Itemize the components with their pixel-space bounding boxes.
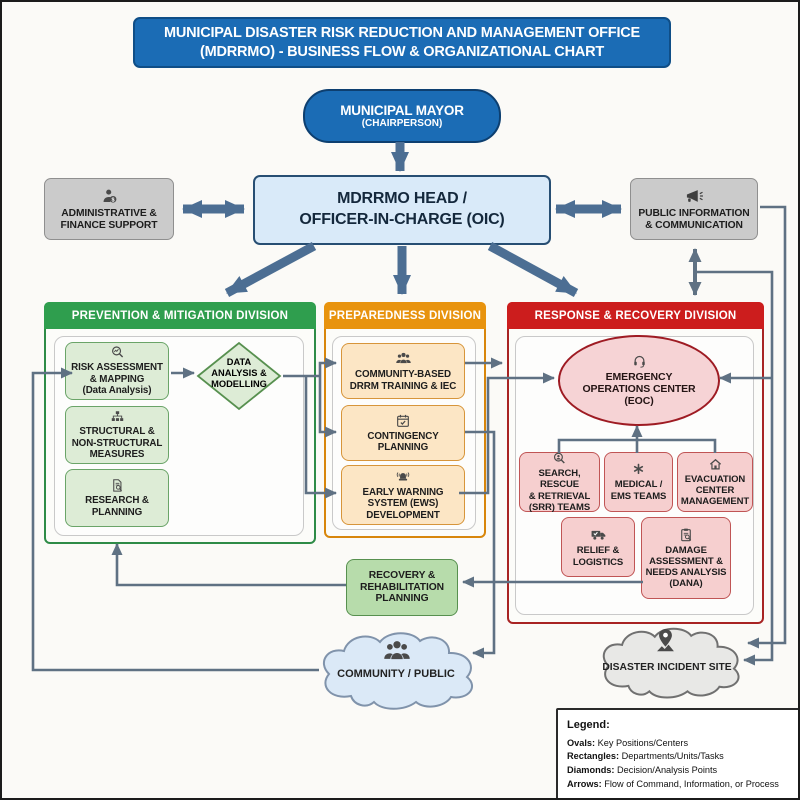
risk-assessment-label: RISK ASSESSMENT & MAPPING (Data Analysis…	[71, 362, 163, 397]
headset-icon	[632, 354, 647, 369]
eoc-label: EMERGENCY OPERATIONS CENTER (EOC)	[582, 370, 696, 408]
person-finance-icon: $	[100, 187, 119, 206]
chart-title-bar: MUNICIPAL DISASTER RISK REDUCTION AND MA…	[133, 17, 671, 68]
legend-item-diamonds: Diamonds: Decision/Analysis Points	[567, 765, 718, 776]
admin-finance-node: $ ADMINISTRATIVE & FINANCE SUPPORT	[44, 178, 174, 240]
chart-search-icon	[110, 345, 125, 360]
siren-icon	[395, 469, 411, 485]
legend-box: Legend: Ovals: Key Positions/Centers Rec…	[556, 708, 798, 798]
community-cloud-label: COMMUNITY / PUBLIC	[337, 668, 455, 680]
house-icon	[708, 457, 723, 472]
dana-label: DAMAGE ASSESSMENT & NEEDS ANALYSIS (DANA…	[645, 544, 727, 590]
response-division-header: RESPONSE & RECOVERY DIVISION	[507, 302, 764, 329]
mayor-subtitle: (CHAIRPERSON)	[361, 118, 443, 129]
map-pin-icon	[652, 627, 679, 654]
public-info-label: PUBLIC INFORMATION & COMMUNICATION	[638, 208, 750, 231]
contingency-planning-label: CONTINGENCY PLANNING	[367, 430, 439, 453]
line-recovery-to-prevention	[111, 543, 346, 587]
eoc-node: EMERGENCY OPERATIONS CENTER (EOC)	[558, 335, 720, 426]
research-planning-node: RESEARCH & PLANNING	[65, 469, 169, 527]
community-people-icon	[382, 636, 412, 666]
arrow-head-to-response	[487, 242, 579, 297]
chart-title-line2: (MDRRMO) - BUSINESS FLOW & ORGANIZATIONA…	[199, 43, 605, 60]
mdrrmo-head-node: MDRRMO HEAD / OFFICER-IN-CHARGE (OIC)	[253, 175, 551, 245]
municipal-mayor-node: MUNICIPAL MAYOR (CHAIRPERSON)	[303, 89, 501, 143]
evacuation-center-node: EVACUATION CENTER MANAGEMENT	[677, 452, 753, 512]
recovery-rehab-node: RECOVERY & REHABILITATION PLANNING	[346, 559, 458, 616]
admin-finance-label: ADMINISTRATIVE & FINANCE SUPPORT	[60, 207, 158, 231]
medical-icon	[631, 462, 646, 477]
incident-cloud-label: DISASTER INCIDENT SITE	[602, 662, 732, 673]
legend-item-ovals: Ovals: Key Positions/Centers	[567, 737, 689, 748]
preparedness-division-header: PREPAREDNESS DIVISION	[324, 302, 486, 329]
head-line2: OFFICER-IN-CHARGE (OIC)	[299, 211, 505, 228]
legend-item-rectangles: Rectangles: Departments/Units/Tasks	[567, 751, 724, 762]
research-planning-label: RESEARCH & PLANNING	[85, 495, 149, 518]
legend-item-arrows: Arrows: Flow of Command, Information, or…	[567, 778, 779, 789]
relief-logistics-node: RELIEF & LOGISTICS	[561, 517, 635, 577]
srr-teams-node: SEARCH, RESCUE & RETRIEVAL (SRR) TEAMS	[519, 451, 600, 513]
public-info-node: PUBLIC INFORMATION & COMMUNICATION	[630, 178, 758, 240]
ews-development-node: EARLY WARNING SYSTEM (EWS) DEVELOPMENT	[341, 465, 465, 525]
evacuation-center-label: EVACUATION CENTER MANAGEMENT	[680, 473, 750, 507]
truck-icon	[590, 526, 607, 543]
doc-search-icon	[110, 478, 125, 493]
chart-title-line1: MUNICIPAL DISASTER RISK REDUCTION AND MA…	[163, 24, 641, 41]
srr-teams-label: SEARCH, RESCUE & RETRIEVAL (SRR) TEAMS	[528, 468, 591, 513]
structural-measures-label: STRUCTURAL & NON-STRUCTURAL MEASURES	[71, 426, 163, 461]
megaphone-icon	[684, 186, 704, 206]
hierarchy-icon	[110, 409, 125, 424]
contingency-planning-node: CONTINGENCY PLANNING	[341, 405, 465, 461]
head-line1: MDRRMO HEAD /	[337, 190, 467, 208]
ews-development-label: EARLY WARNING SYSTEM (EWS) DEVELOPMENT	[362, 486, 444, 521]
medical-ems-label: MEDICAL / EMS TEAMS	[610, 479, 667, 502]
relief-logistics-label: RELIEF & LOGISTICS	[572, 545, 624, 568]
svg-text:$: $	[111, 197, 114, 203]
structural-measures-node: STRUCTURAL & NON-STRUCTURAL MEASURES	[65, 406, 169, 464]
legend-title: Legend:	[567, 719, 610, 731]
mayor-title: MUNICIPAL MAYOR	[340, 103, 464, 118]
person-search-icon	[552, 451, 567, 466]
data-analysis-diamond-label: DATA ANALYSIS & MODELLING	[211, 357, 267, 389]
arrow-head-to-prevention	[224, 242, 317, 297]
prevention-division-header: PREVENTION & MITIGATION DIVISION	[44, 302, 316, 329]
risk-assessment-node: RISK ASSESSMENT & MAPPING (Data Analysis…	[65, 342, 169, 400]
clipboard-search-icon	[678, 527, 694, 543]
drrm-training-node: COMMUNITY-BASED DRRM TRAINING & IEC	[341, 343, 465, 399]
calendar-check-icon	[395, 413, 411, 429]
medical-ems-node: MEDICAL / EMS TEAMS	[604, 452, 673, 512]
people-icon	[395, 350, 412, 367]
recovery-rehab-label: RECOVERY & REHABILITATION PLANNING	[359, 569, 445, 605]
dana-node: DAMAGE ASSESSMENT & NEEDS ANALYSIS (DANA…	[641, 517, 731, 599]
drrm-training-label: COMMUNITY-BASED DRRM TRAINING & IEC	[349, 369, 457, 392]
